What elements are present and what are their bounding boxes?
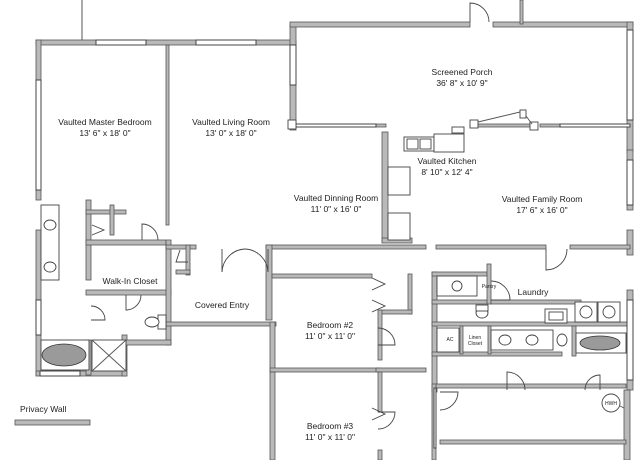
room-size: 11' 0" x 11' 0" [304,331,356,341]
privacy-wall-label: Privacy Wall [20,404,67,414]
walk-in-closet-label: Walk-In Closet [103,276,158,287]
room-name: Vaulted Family Room [501,194,583,204]
fixtures [40,109,627,413]
doors [81,0,601,430]
room-name: Bedroom #2 [306,320,354,330]
family-room-label: Vaulted Family Room 17' 6" x 16' 0" [502,194,583,216]
ac-label: AC [446,337,454,343]
dining-room-label: Vaulted Dinning Room 11' 0" x 16' 0" [294,193,378,215]
master-bedroom-label: Vaulted Master Bedroom 13' 6" x 18' 0" [58,117,151,139]
room-name: Vaulted Living Room [192,117,270,127]
bedroom3-label: Bedroom #3 11' 0" x 11' 0" [305,421,355,443]
room-name: Vaulted Master Bedroom [58,117,152,127]
room-name: Vaulted Kitchen [417,156,477,166]
walls [35,0,634,460]
room-size: 11' 0" x 16' 0" [310,204,362,214]
room-size: 36' 8" x 10' 9" [436,78,488,88]
room-size: 8' 10" x 12' 4" [421,167,473,177]
hwh-label: HWH [605,401,617,407]
linen-closet-label: Linen Closet [467,335,483,347]
room-name: Bedroom #3 [306,421,354,431]
bedroom2-label: Bedroom #2 11' 0" x 11' 0" [305,320,355,342]
privacy-wall [14,419,91,426]
room-name: Screened Porch [431,67,493,77]
pantry-label: Pantry [481,284,497,290]
room-name: Vaulted Dinning Room [293,193,379,203]
screened-porch-label: Screened Porch 36' 8" x 10' 9" [432,67,493,89]
room-name: Laundry [517,287,549,297]
kitchen-label: Vaulted Kitchen 8' 10" x 12' 4" [418,156,477,178]
room-size: 11' 0" x 11' 0" [304,432,356,442]
room-name: Walk-In Closet [102,276,158,286]
room-size: 17' 6" x 16' 0" [516,205,568,215]
living-room-label: Vaulted Living Room 13' 0" x 18' 0" [192,117,270,139]
laundry-label: Laundry [518,287,549,298]
room-name: Covered Entry [194,300,250,310]
room-size: 13' 0" x 18' 0" [205,128,257,138]
covered-entry-label: Covered Entry [195,300,249,311]
room-size: 13' 6" x 18' 0" [79,128,131,138]
windows [35,29,634,449]
